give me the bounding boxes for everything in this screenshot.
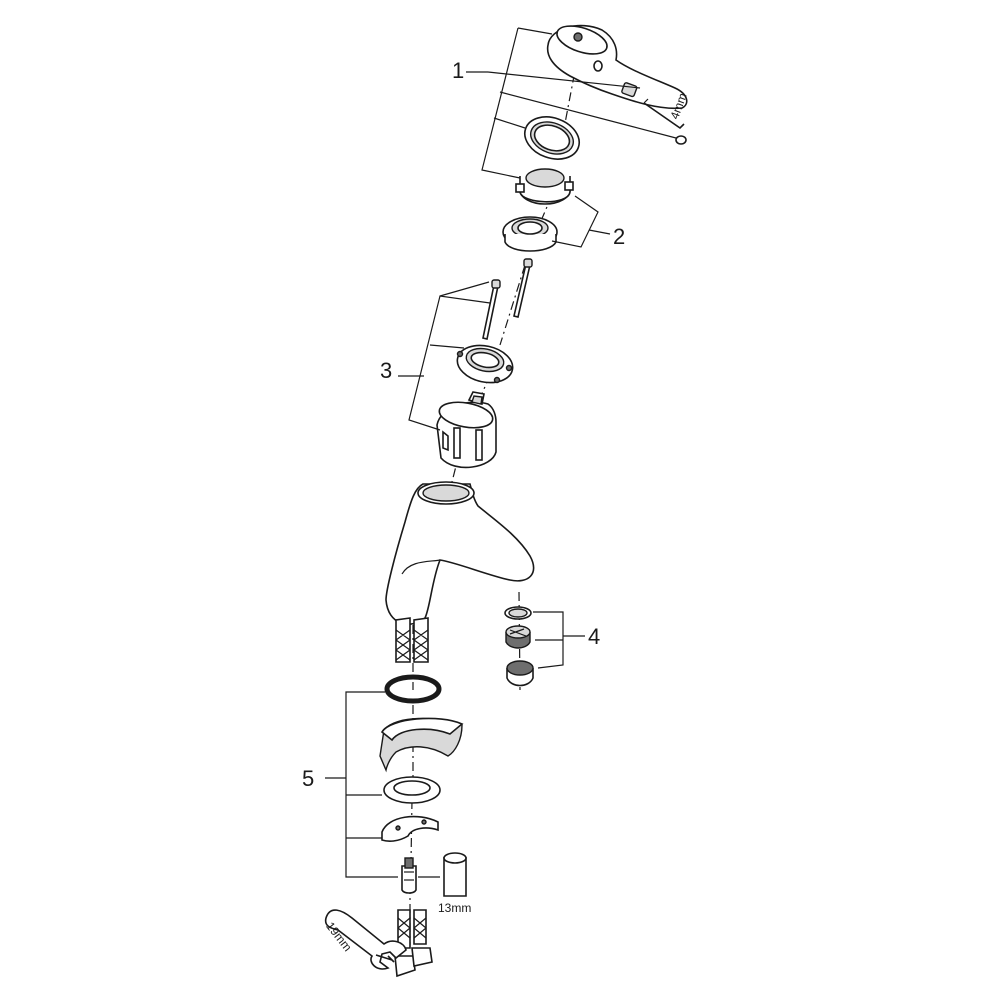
bracket-1 [466, 27, 677, 179]
cartridge-adapter [515, 168, 574, 205]
callout-3: 3 [380, 358, 392, 383]
cap-ring [524, 116, 580, 160]
supply-hoses-lower [394, 909, 433, 978]
callout-2: 2 [613, 224, 625, 249]
tie-rod-right [513, 258, 533, 318]
socket-wrench-size-label: 13mm [438, 901, 471, 915]
base-gasket [379, 717, 464, 773]
o-ring-seal [384, 674, 442, 704]
mounting-plate [456, 344, 514, 384]
aerator-housing [506, 660, 534, 687]
fixing-crescent [381, 815, 439, 842]
lever-handle [546, 24, 688, 110]
mixing-cartridge [436, 391, 497, 469]
mixer-body [385, 481, 535, 626]
bracket-5 [325, 691, 440, 878]
retaining-nut [502, 216, 558, 252]
aerator-washer [504, 606, 532, 620]
socket-wrench-13mm: 13mm [438, 852, 471, 915]
bracket-4 [533, 611, 585, 669]
callout-5: 5 [302, 766, 314, 791]
callout-4: 4 [588, 624, 600, 649]
bracket-2 [551, 195, 611, 248]
bracket-3 [398, 281, 491, 431]
tie-rod-left [482, 279, 501, 340]
threaded-stud [401, 857, 417, 894]
spanner-19mm: 19mm [323, 909, 407, 970]
supply-hoses-upper [395, 617, 429, 663]
aerator-insert [505, 625, 531, 649]
callout-1: 1 [452, 58, 464, 83]
support-washer [383, 776, 441, 804]
